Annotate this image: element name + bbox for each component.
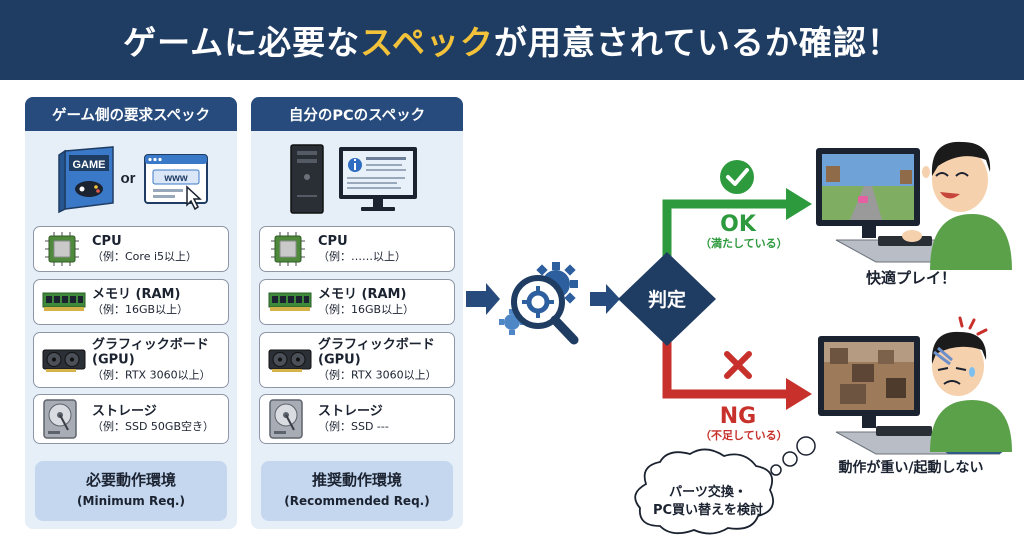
ok-label-group: OK （満たしている）: [700, 212, 788, 251]
title-text-post: が用意されているか確認！: [493, 23, 901, 62]
gpu-icon: [268, 349, 312, 372]
game-source-illustration: GAME or www: [25, 137, 237, 217]
gear-magnifier-icon: [499, 262, 579, 345]
game-box-label: GAME: [73, 159, 106, 171]
web-label: www: [163, 173, 188, 184]
ng-label-group: NG （不足している）: [700, 404, 788, 443]
minimum-env-sub: (Minimum Req.): [77, 494, 185, 508]
pc-gpu-name: グラフィックボード (GPU): [318, 337, 435, 368]
req-gpu-item: グラフィックボード (GPU)（例：RTX 3060以上）: [33, 332, 229, 388]
title-text-pre: ゲームに必要な: [123, 23, 361, 62]
req-memory-item: メモリ (RAM)（例：16GB以上）: [33, 279, 229, 325]
cpu-icon: [45, 232, 79, 266]
recommended-env-sub: (Recommended Req.): [284, 494, 430, 508]
game-requirements-panel: ゲーム側の要求スペック GAME or www: [25, 97, 237, 529]
recommended-env-box: 推奨動作環境 (Recommended Req.): [261, 461, 453, 521]
ok-result-caption: 快適プレイ！: [865, 269, 956, 287]
req-gpu-name: グラフィックボード (GPU): [92, 337, 209, 368]
ng-arrowhead: [786, 378, 812, 410]
req-storage-example: （例：SSD 50GB空き）: [92, 420, 214, 433]
memory-icon: [268, 292, 312, 311]
pc-cpu-name: CPU: [318, 234, 348, 249]
ok-label: OK: [720, 212, 756, 237]
ng-sub-label: （不足している）: [700, 429, 788, 442]
hdd-icon: [269, 399, 303, 439]
hdd-icon: [43, 399, 77, 439]
cpu-icon: [271, 232, 305, 266]
game-requirements-title: ゲーム側の要求スペック: [25, 97, 237, 131]
pc-memory-name: メモリ (RAM): [318, 287, 407, 302]
frustrated-player-illustration: [818, 316, 1012, 455]
thought-bubble-trail: [770, 436, 816, 476]
game-box-icon: GAME: [58, 146, 114, 214]
check-circle-icon: [720, 160, 754, 194]
decision-diamond: [618, 252, 716, 346]
pc-tower-icon: [290, 144, 324, 214]
req-storage-item: ストレージ（例：SSD 50GB空き）: [33, 394, 229, 444]
req-cpu-name: CPU: [92, 234, 122, 249]
monitor-info-icon: [339, 147, 417, 211]
thought-bubble: [634, 448, 774, 535]
pc-gpu-example: （例：RTX 3060以上）: [318, 368, 437, 382]
pc-storage-item: ストレージ（例：SSD ---: [259, 394, 455, 444]
cross-icon: [724, 351, 752, 379]
happy-player-illustration: [816, 141, 1012, 270]
minimum-env-box: 必要動作環境 (Minimum Req.): [35, 461, 227, 521]
pc-cpu-example: （例：……以上）: [318, 250, 406, 263]
my-pc-illustration: [251, 137, 463, 217]
pc-memory-example: （例：16GB以上）: [318, 303, 415, 316]
gpu-icon: [42, 349, 86, 372]
ok-sub-label: （満たしている）: [700, 237, 788, 250]
req-cpu-example: （例：Core i5以上）: [92, 250, 198, 263]
ng-branch-line: [662, 338, 788, 399]
or-text: or: [121, 170, 136, 187]
page-title: ゲームに必要なスペックが用意されているか確認！: [123, 16, 901, 64]
memory-icon: [42, 292, 86, 311]
ng-result-caption: 動作が重い/起動しない: [838, 460, 984, 476]
recommended-env-title: 推奨動作環境: [311, 471, 402, 489]
my-pc-specs-panel: 自分のPCのスペック: [251, 97, 463, 529]
bubble-text-line1: パーツ交換・: [669, 485, 747, 500]
my-pc-specs-title: 自分のPCのスペック: [251, 97, 463, 131]
bubble-text-line2: PC買い替えを検討: [652, 503, 764, 518]
title-text-highlight: スペック: [360, 23, 494, 62]
web-browser-icon: www: [144, 154, 208, 211]
ok-arrowhead: [786, 188, 812, 220]
ok-branch-line: [662, 199, 788, 258]
header-banner: ゲームに必要なスペックが用意されているか確認！: [0, 0, 1024, 80]
arrow-right-icon: [590, 284, 620, 314]
req-cpu-item: CPU（例：Core i5以上）: [33, 226, 229, 272]
req-gpu-example: （例：RTX 3060以上）: [92, 368, 211, 382]
req-memory-name: メモリ (RAM): [92, 287, 181, 302]
pc-storage-example: （例：SSD ---: [318, 420, 389, 433]
decision-label: 判定: [648, 288, 686, 311]
pc-storage-name: ストレージ: [318, 404, 383, 419]
arrow-right-icon: [466, 283, 500, 315]
ng-label: NG: [719, 404, 757, 429]
pc-cpu-item: CPU（例：……以上）: [259, 226, 455, 272]
minimum-env-title: 必要動作環境: [85, 471, 176, 489]
req-storage-name: ストレージ: [92, 404, 157, 419]
pc-gpu-item: グラフィックボード (GPU)（例：RTX 3060以上）: [259, 332, 455, 388]
pc-memory-item: メモリ (RAM)（例：16GB以上）: [259, 279, 455, 325]
req-memory-example: （例：16GB以上）: [92, 303, 189, 316]
bubble-text: パーツ交換・ PC買い替えを検討: [650, 484, 766, 520]
